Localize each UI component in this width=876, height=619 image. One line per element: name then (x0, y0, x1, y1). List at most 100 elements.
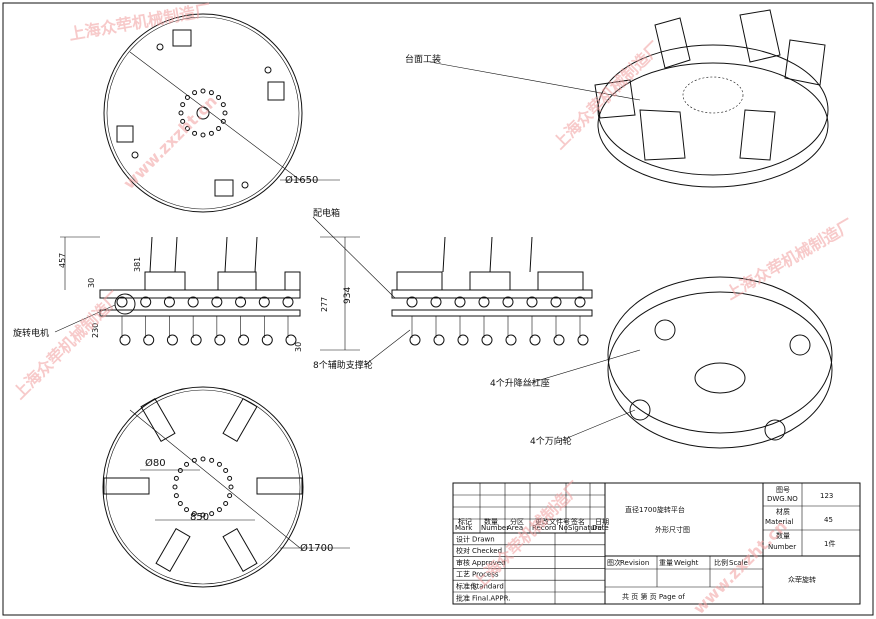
weight-label-cn: 重量 (659, 559, 673, 567)
front-view-left: 457 30 381 230 30 277 934 (58, 236, 360, 352)
roller (406, 296, 418, 308)
dim-hole: Ø80 (145, 457, 166, 469)
role-label: Process (472, 571, 499, 579)
revision-header: Number (481, 524, 509, 532)
bolt-hole (200, 512, 206, 518)
revision-header: Signature (568, 524, 602, 532)
support-wheel (409, 334, 421, 346)
bolt-hole (200, 88, 206, 94)
support-wheel (285, 334, 297, 346)
label-motor: 旋转电机 (13, 327, 49, 339)
watermark-url: www.zxzht.cn (689, 516, 790, 617)
role-label-cn: 标准化 (456, 582, 477, 591)
revision-header-cn: 数量 (484, 517, 498, 526)
label-casters: 4个万向轮 (530, 435, 572, 447)
revision-header: Date (592, 524, 609, 532)
roller (550, 296, 562, 308)
bolt-hole (216, 126, 222, 132)
bolt-hole (192, 130, 198, 136)
roller (235, 296, 247, 308)
bolt-hole (223, 468, 229, 474)
revision-header: Area (507, 524, 523, 532)
watermarks: 上海众荦机械制造厂 www.zxzht.cn 上海众荦机械制造厂 上海众荦机械制… (9, 0, 856, 618)
watermark-text: 上海众荦机械制造厂 (9, 288, 124, 403)
revision-header: Record No. (532, 524, 570, 532)
dwg-no: 123 (820, 492, 833, 500)
bolt-hole (184, 461, 190, 467)
support-wheel (553, 334, 565, 346)
roller (454, 296, 466, 308)
material-value: 45 (824, 516, 833, 524)
dim-230: 230 (91, 323, 100, 338)
scale-label-cn: 比例 (714, 558, 728, 567)
bolt-hole (220, 102, 226, 108)
iso-view-top (429, 9, 829, 188)
dim-277: 277 (320, 297, 329, 312)
bolt-hole (216, 94, 222, 100)
roller (187, 296, 199, 308)
bolt-hole (200, 132, 206, 138)
bolt-hole (228, 484, 234, 490)
role-label-cn: 校对 (456, 546, 470, 555)
page-label: 共 页 第 页 Page of (622, 592, 685, 601)
support-wheel (505, 334, 517, 346)
label-electric-box: 配电箱 (313, 207, 340, 219)
revision-label-cn: 图次 (607, 558, 621, 567)
roller (163, 296, 175, 308)
dim-850: 850 (190, 512, 209, 523)
bolt-hole (208, 90, 214, 96)
support-wheel (119, 334, 131, 346)
bolt-hole (177, 500, 183, 506)
support-wheel (143, 334, 155, 346)
label-fixture: 台面工装 (405, 53, 441, 65)
material-label: Material (765, 518, 793, 526)
front-view-right (312, 216, 593, 366)
bolt-hole (191, 457, 197, 463)
label-screw-seats: 4个升降丝杠座 (490, 377, 550, 389)
roller (526, 296, 538, 308)
bolt-hole (180, 102, 186, 108)
company-name: 众荦旋转 (788, 575, 816, 584)
support-wheel (457, 334, 469, 346)
bolt-hole (172, 484, 178, 490)
role-label-cn: 审核 (456, 558, 470, 567)
revision-header: Mark (455, 524, 473, 532)
support-wheel (166, 334, 178, 346)
role-label: Drawn (472, 535, 495, 543)
number-label: Number (768, 543, 796, 551)
role-label-cn: 设计 (456, 534, 470, 543)
role-label: Final.APPR. (472, 594, 510, 602)
bolt-hole (223, 500, 229, 506)
support-wheel (481, 334, 493, 346)
revision-header-cn: 标记 (458, 517, 472, 526)
role-label-cn: 批准 (456, 593, 470, 602)
roller (211, 296, 223, 308)
bolt-hole (200, 456, 206, 462)
roller (430, 296, 442, 308)
support-wheel (214, 334, 226, 346)
revision-label: Revision (620, 559, 649, 567)
dwg-label-cn: 图号 (776, 486, 790, 494)
watermark-url: www.zxzht.cn (119, 91, 220, 192)
bolt-hole (177, 468, 183, 474)
role-label: Checked (472, 547, 502, 555)
bolt-hole (180, 118, 186, 124)
support-wheel (261, 334, 273, 346)
dim-30a: 30 (87, 278, 96, 288)
revision-header-cn: 签名 (571, 517, 585, 526)
roller (502, 296, 514, 308)
roller (140, 296, 152, 308)
dim-base: Ø1700 (300, 542, 333, 554)
bolt-hole (227, 493, 233, 499)
bolt-hole (173, 493, 179, 499)
drawing-subtitle: 外形尺寸图 (655, 525, 690, 534)
drawing-title: 直径1700旋转平台 (625, 505, 685, 514)
support-wheel (577, 334, 589, 346)
top-plan-view: Ø1650 (103, 13, 340, 213)
bolt-hole (184, 126, 190, 132)
bolt-hole (208, 130, 214, 136)
bolt-hole (220, 118, 226, 124)
bolt-hole (216, 507, 222, 513)
